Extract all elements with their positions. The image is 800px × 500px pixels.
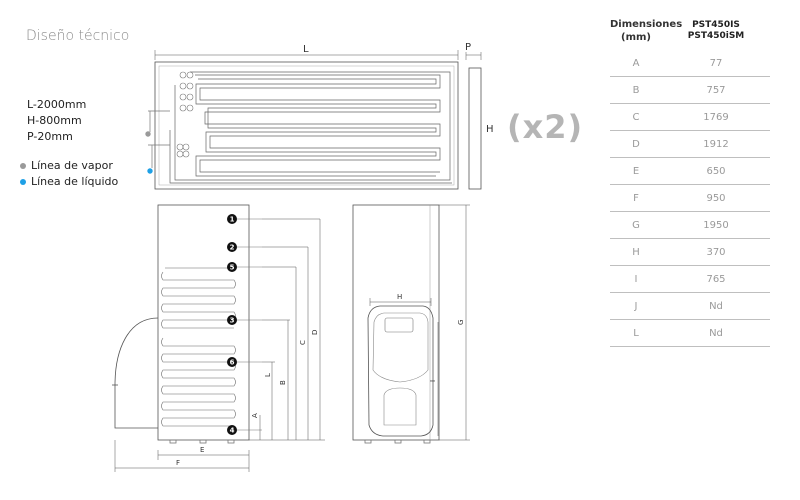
table-row: H 370 — [610, 239, 770, 266]
row-value: 765 — [706, 273, 726, 285]
row-key: B — [632, 84, 640, 96]
section-title: Diseño técnico — [26, 28, 130, 44]
row-value: 650 — [706, 165, 726, 177]
connection-4-marker — [227, 425, 237, 435]
connection-4-label: 4 — [230, 427, 235, 435]
row-key: D — [632, 138, 640, 150]
table-row: L Nd — [610, 320, 770, 347]
dim-A-label: A — [251, 413, 259, 418]
table-row: B 757 — [610, 77, 770, 104]
tank-side-body — [352, 204, 440, 441]
legend-liquid: Línea de líquido — [20, 174, 118, 190]
liquid-dot-icon — [20, 179, 26, 185]
row-value: 757 — [706, 84, 726, 96]
panel-specs: L-2000mm H-800mm P-20mm — [27, 97, 86, 145]
row-key: E — [632, 165, 640, 177]
header-dimensions: Dimensiones (mm) — [610, 19, 683, 43]
tank-side-view — [352, 204, 470, 444]
connection-2-label: 2 — [230, 244, 235, 252]
dim-F-label: F — [176, 459, 180, 467]
panel-outline — [154, 61, 459, 190]
panel-small-coils — [176, 71, 194, 158]
lower-coil — [161, 337, 236, 427]
vapor-connection-dot — [145, 131, 151, 137]
panel-side-view — [468, 67, 482, 190]
tank-front-view — [112, 204, 325, 472]
table-row: G 1950 — [610, 212, 770, 239]
panel-serpentine — [169, 71, 452, 184]
connection-3-marker — [227, 315, 237, 325]
row-key: H — [632, 246, 640, 258]
row-key: C — [632, 111, 640, 123]
row-value: 950 — [706, 192, 726, 204]
dim-B-label: B — [279, 380, 287, 385]
table-row: C 1769 — [610, 104, 770, 131]
table-header: Dimensiones (mm) PST450IS PST450iSM — [610, 12, 770, 50]
dim-L2-label: L — [264, 373, 272, 377]
legend: Línea de vapor Línea de líquido — [20, 158, 118, 190]
table-row: E 650 — [610, 158, 770, 185]
row-key: I — [634, 273, 638, 285]
front-dim-labels: D C B L A E F — [176, 330, 319, 467]
row-value: Nd — [709, 327, 723, 339]
row-value: Nd — [709, 300, 723, 312]
vapor-dot-icon — [20, 163, 26, 169]
solar-panel — [148, 50, 482, 190]
dim-L-label: L — [303, 44, 309, 55]
connection-5-marker — [227, 262, 237, 272]
dim-H2-label: H — [397, 293, 402, 301]
liquid-connection-dot — [147, 168, 153, 174]
spec-length: L-2000mm — [27, 98, 87, 111]
connection-3-label: 3 — [230, 317, 235, 325]
table-row: J Nd — [610, 293, 770, 320]
connection-6-label: 6 — [230, 359, 235, 367]
connection-1-label: 1 — [230, 216, 235, 224]
row-key: F — [633, 192, 639, 204]
legend-liquid-label: Línea de líquido — [31, 175, 119, 188]
connection-5-label: 5 — [230, 264, 235, 272]
dim-E-label: E — [200, 446, 204, 454]
row-key: L — [633, 327, 639, 339]
display-window — [384, 317, 414, 333]
table-row: A 77 — [610, 50, 770, 77]
dim-D-label: D — [311, 330, 319, 335]
table-row: I 765 — [610, 266, 770, 293]
header-model: PST450IS PST450iSM — [687, 20, 745, 41]
spec-depth: P-20mm — [27, 130, 73, 143]
row-value: 370 — [706, 246, 726, 258]
connection-2-marker — [227, 242, 237, 252]
control-panel-housing — [367, 305, 434, 437]
connection-1-marker — [227, 214, 237, 224]
connection-markers: 1 2 5 3 6 4 — [227, 214, 237, 435]
table-row: F 950 — [610, 185, 770, 212]
upper-coil — [161, 267, 236, 329]
row-value: 77 — [709, 57, 723, 69]
spec-height: H-800mm — [27, 114, 82, 127]
row-value: 1912 — [703, 138, 729, 150]
panel-inner-outline — [158, 65, 455, 186]
row-key: J — [634, 300, 638, 312]
dim-I-label: I — [429, 380, 437, 382]
dim-C-label: C — [299, 340, 307, 345]
table-row: D 1912 — [610, 131, 770, 158]
row-value: 1769 — [703, 111, 729, 123]
legend-vapor-label: Línea de vapor — [31, 159, 113, 172]
row-key: A — [632, 57, 640, 69]
multiplier-label: (x2) — [507, 108, 584, 146]
connection-6-marker — [227, 357, 237, 367]
row-value: 1950 — [703, 219, 729, 231]
dim-P-label: P — [465, 42, 471, 53]
tank-side-housing — [114, 317, 159, 429]
dim-H-label: H — [486, 124, 494, 135]
dim-G-label: G — [457, 320, 465, 325]
row-key: G — [632, 219, 640, 231]
legend-vapor: Línea de vapor — [20, 158, 118, 174]
